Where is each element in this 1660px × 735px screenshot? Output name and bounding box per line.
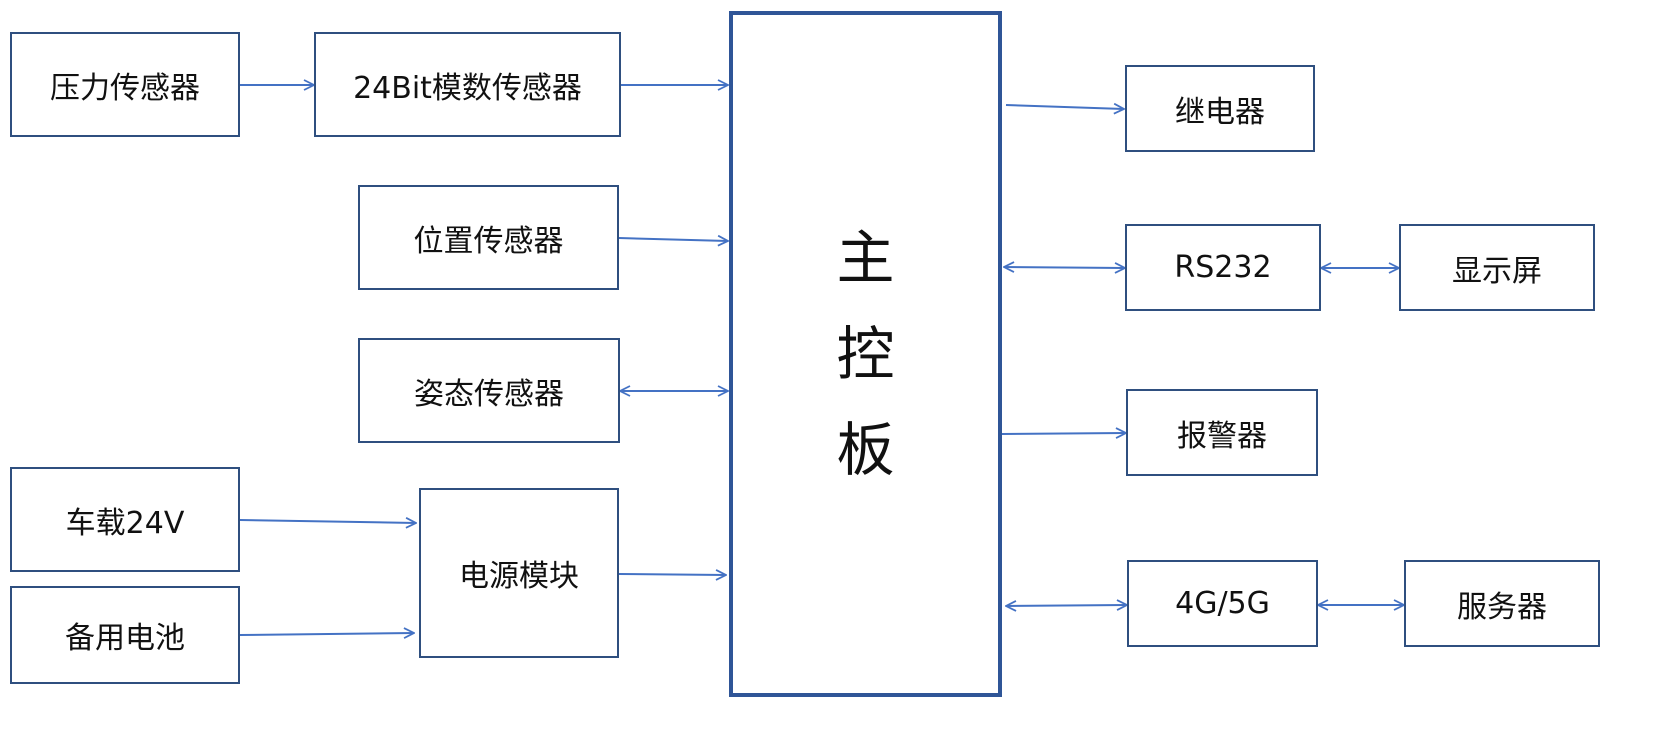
attitude-sensor-label: 姿态传感器 <box>414 376 564 412</box>
relay-box: 继电器 <box>1125 65 1315 152</box>
alarm-label: 报警器 <box>1177 418 1267 454</box>
cellular-box: 4G/5G <box>1127 560 1318 647</box>
rs232-label: RS232 <box>1174 250 1272 285</box>
arrow-power-to-main <box>618 574 726 575</box>
position-sensor-label: 位置传感器 <box>413 223 564 259</box>
pressure-sensor-label: 压力传感器 <box>50 70 200 106</box>
main-board-char-1: 主 <box>836 224 895 292</box>
server-label: 服务器 <box>1457 589 1547 625</box>
backup-battery-label: 备用电池 <box>65 621 185 656</box>
backup-battery-box: 备用电池 <box>10 586 240 684</box>
arrow-main-rs232-bidir <box>1004 267 1125 268</box>
power-module-box: 电源模块 <box>419 488 619 658</box>
vehicle-24v-box: 车载24V <box>10 467 240 572</box>
cellular-label: 4G/5G <box>1175 586 1270 621</box>
display-box: 显示屏 <box>1399 224 1595 311</box>
arrow-main-cellular-bidir <box>1006 605 1127 606</box>
relay-label: 继电器 <box>1175 94 1265 130</box>
attitude-sensor-box: 姿态传感器 <box>358 338 620 443</box>
main-board-char-2: 控 <box>836 320 895 388</box>
rs232-box: RS232 <box>1125 224 1321 311</box>
pressure-sensor-box: 压力传感器 <box>10 32 240 137</box>
arrow-main-to-relay <box>1005 105 1124 109</box>
adc-24bit-label: 24Bit模数传感器 <box>353 70 582 106</box>
display-label: 显示屏 <box>1452 253 1542 289</box>
arrow-battery-to-power <box>239 633 414 635</box>
adc-24bit-box: 24Bit模数传感器 <box>314 32 621 137</box>
server-box: 服务器 <box>1404 560 1600 647</box>
arrow-24v-to-power <box>239 520 416 523</box>
arrow-main-to-alarm <box>1001 433 1126 434</box>
main-board-char-3: 板 <box>836 416 895 484</box>
position-sensor-box: 位置传感器 <box>358 185 619 290</box>
alarm-box: 报警器 <box>1126 389 1318 476</box>
arrow-position-to-main <box>618 238 728 241</box>
main-board: 主 控 板 <box>729 11 1002 697</box>
power-module-label: 电源模块 <box>459 559 579 594</box>
vehicle-24v-label: 车载24V <box>65 505 185 541</box>
